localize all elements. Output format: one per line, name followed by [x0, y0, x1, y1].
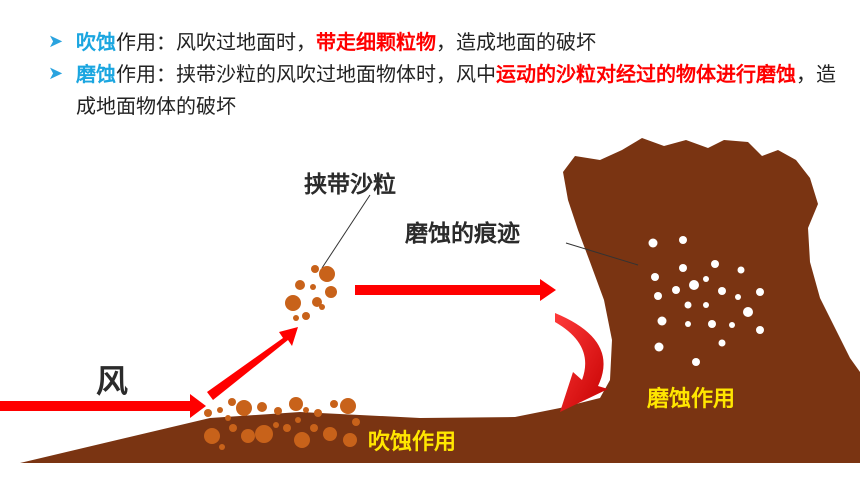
abrasion-pits [648, 236, 764, 366]
bullet-deflation: ➤ 吹蚀作用：风吹过地面时，带走细颗粒物，造成地面的破坏 [48, 26, 848, 58]
term-abrasion: 磨蚀 [76, 62, 116, 86]
bullet-abrasion: ➤ 磨蚀作用：挟带沙粒的风吹过地面物体时，风中运动的沙粒对经过的物体进行磨蚀，造… [48, 58, 848, 122]
triangle-bullet-icon: ➤ [48, 63, 64, 84]
sand-leader-line [321, 194, 371, 269]
airborne-sand-cluster [285, 265, 337, 321]
bullet-text: 作用：挟带沙粒的风吹过地面物体时，风中 [116, 62, 496, 86]
wind-arrow-high [355, 279, 556, 301]
bullet-list: ➤ 吹蚀作用：风吹过地面时，带走细颗粒物，造成地面的破坏 ➤ 磨蚀作用：挟带沙粒… [48, 26, 848, 122]
wind-arrow-up [207, 327, 298, 400]
label-wind: 风 [96, 362, 129, 400]
highlight-text: 带走细颗粒物 [316, 30, 436, 54]
bullet-text: ，造成地面的破坏 [436, 30, 596, 54]
wind-arrows [0, 279, 608, 418]
bullet-text: ，造成地面物体的破坏 [76, 62, 836, 118]
wind-arrow-horizontal [0, 394, 206, 418]
label-carried-sand: 挟带沙粒 [304, 172, 396, 198]
traces-leader-line [565, 242, 639, 266]
triangle-bullet-icon: ➤ [48, 31, 64, 52]
highlight-text: 运动的沙粒对经过的物体进行磨蚀 [496, 62, 796, 86]
term-deflation: 吹蚀 [76, 30, 116, 54]
ground-sand-particles [204, 397, 360, 450]
ground-and-rock [20, 138, 860, 463]
bullet-text: 作用：风吹过地面时， [116, 30, 316, 54]
label-abrasion-traces: 磨蚀的痕迹 [405, 221, 520, 247]
label-abrasion: 磨蚀作用 [647, 387, 736, 412]
label-deflation: 吹蚀作用 [368, 430, 457, 455]
abrasion-curve-arrow [555, 313, 608, 412]
